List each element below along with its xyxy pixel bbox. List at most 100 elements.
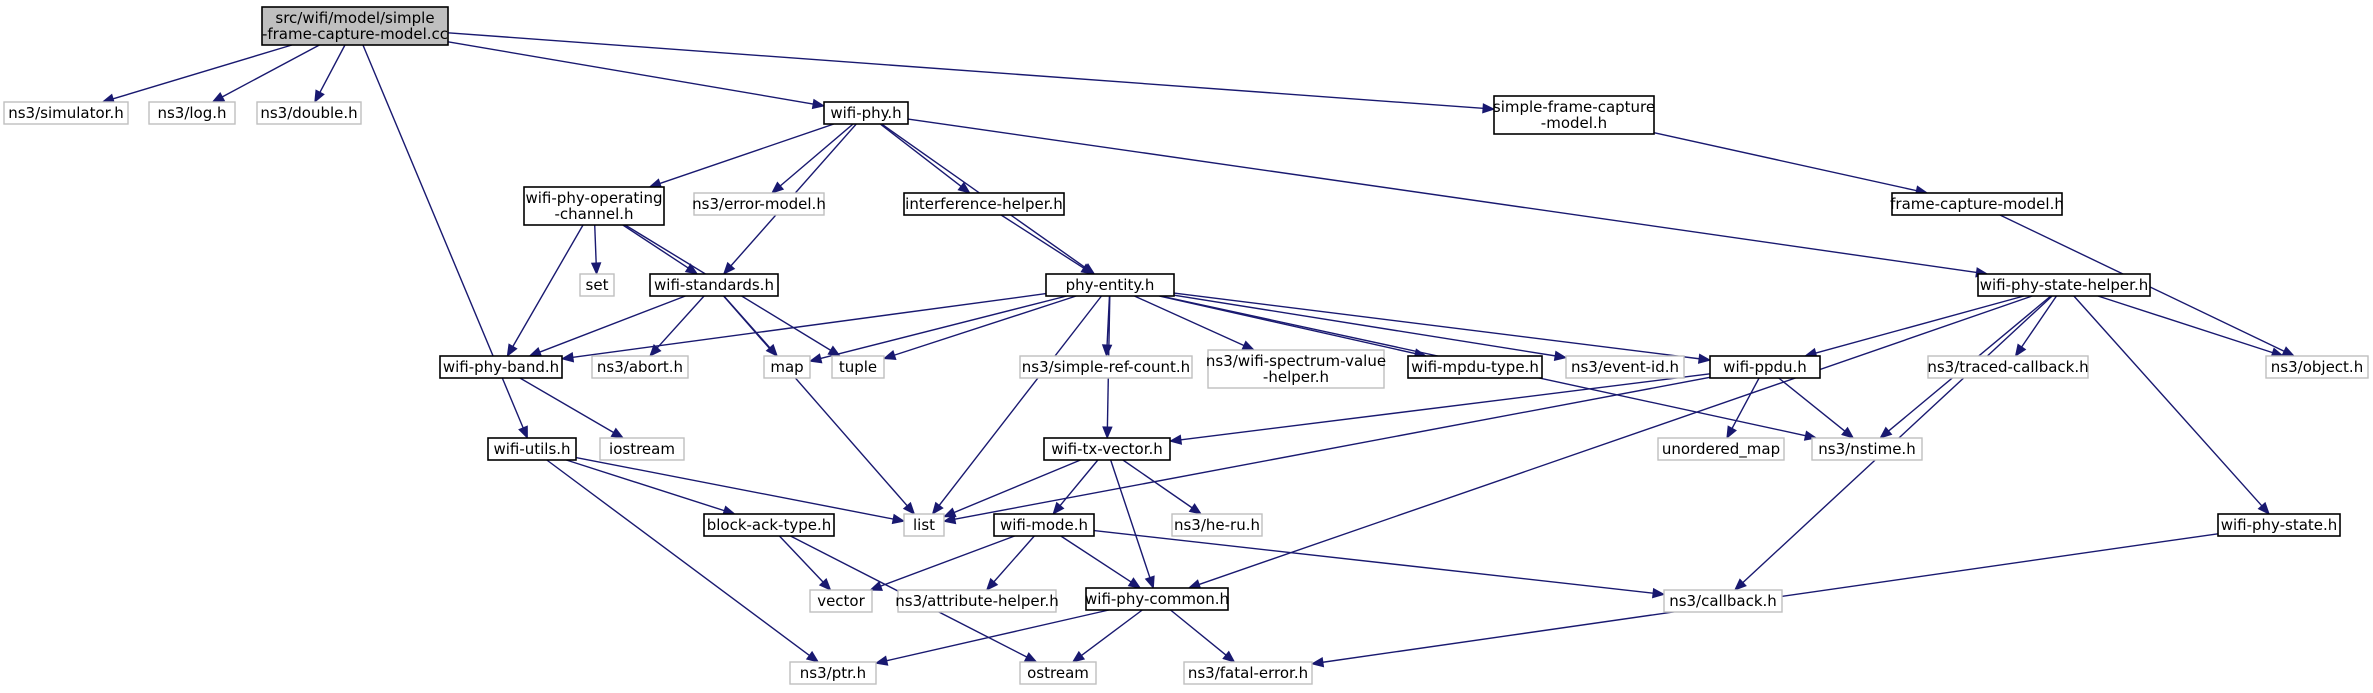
node-label: ns3/error-model.h bbox=[692, 195, 826, 213]
edge-wifi-standards-to-abort bbox=[649, 295, 705, 357]
edge-line bbox=[1173, 294, 1556, 357]
node-label: ns3/ptr.h bbox=[800, 664, 866, 682]
node-phy-common[interactable]: wifi-phy-common.h bbox=[1085, 587, 1229, 611]
node-fatal-error: ns3/fatal-error.h bbox=[1183, 661, 1313, 685]
node-set: set bbox=[579, 273, 615, 297]
node-label: wifi-phy-state.h bbox=[2221, 516, 2338, 534]
edge-wifi-utils-to-block-ack bbox=[566, 459, 736, 516]
edge-line bbox=[1731, 377, 1760, 429]
node-wifi-utils[interactable]: wifi-utils.h bbox=[487, 437, 577, 461]
node-box bbox=[439, 355, 563, 379]
node-box bbox=[1565, 355, 1685, 379]
arrow-head-icon bbox=[684, 263, 699, 275]
node-block-ack[interactable]: block-ack-type.h bbox=[703, 513, 835, 537]
node-label: wifi-utils.h bbox=[493, 440, 570, 458]
node-label: ns3/nstime.h bbox=[1818, 440, 1915, 458]
arrow-head-icon bbox=[2281, 346, 2296, 357]
edge-line bbox=[572, 292, 1047, 359]
edge-root-to-sfcm bbox=[447, 32, 1496, 114]
node-fcm[interactable]: frame-capture-model.h bbox=[1890, 192, 2064, 216]
node-box bbox=[1019, 355, 1193, 379]
node-label: wifi-tx-vector.h bbox=[1051, 440, 1163, 458]
arrow-head-icon bbox=[1879, 426, 1893, 439]
edge-line bbox=[879, 123, 962, 187]
edge-layer bbox=[101, 32, 2296, 668]
node-interference[interactable]: interference-helper.h bbox=[903, 192, 1065, 216]
arrow-head-icon bbox=[1052, 501, 1065, 516]
node-label: -helper.h bbox=[1263, 368, 1329, 386]
node-phy-entity[interactable]: phy-entity.h bbox=[1045, 273, 1175, 297]
node-label: block-ack-type.h bbox=[707, 516, 832, 534]
node-label: wifi-phy-state-helper.h bbox=[1980, 276, 2148, 294]
node-label: ns3/simulator.h bbox=[8, 104, 124, 122]
node-label: wifi-standards.h bbox=[654, 276, 774, 294]
arrow-head-icon bbox=[1127, 577, 1142, 589]
edge-line bbox=[1815, 295, 2025, 354]
arrow-head-icon bbox=[560, 352, 575, 363]
edge-line bbox=[1059, 459, 1099, 506]
edge-line bbox=[2073, 295, 2263, 507]
node-callback: ns3/callback.h bbox=[1663, 589, 1783, 613]
edge-wifi-standards-to-list bbox=[723, 295, 916, 515]
edge-line bbox=[539, 295, 686, 353]
node-simple-ref: ns3/simple-ref-count.h bbox=[1019, 355, 1193, 379]
node-abort: ns3/abort.h bbox=[591, 355, 689, 379]
node-label: ns3/callback.h bbox=[1669, 592, 1777, 610]
arrow-head-icon bbox=[610, 427, 625, 439]
node-wifi-mode[interactable]: wifi-mode.h bbox=[993, 513, 1095, 537]
node-wpsh[interactable]: wifi-phy-state-helper.h bbox=[1977, 273, 2151, 297]
edge-root-to-wifi-utils bbox=[362, 44, 528, 440]
node-ppdu[interactable]: wifi-ppdu.h bbox=[1709, 355, 1821, 379]
edge-line bbox=[319, 44, 346, 93]
node-label: ns3/he-ru.h bbox=[1174, 516, 1260, 534]
node-wifi-phy-state[interactable]: wifi-phy-state.h bbox=[2217, 513, 2341, 537]
arrow-head-icon bbox=[2014, 343, 2027, 358]
edge-line bbox=[894, 295, 1077, 356]
edge-tx-vector-to-wifi-mode bbox=[1052, 459, 1099, 516]
node-label: wifi-ppdu.h bbox=[1723, 358, 1807, 376]
edge-phy-entity-to-list bbox=[931, 295, 1103, 516]
arrow-head-icon bbox=[1080, 263, 1094, 275]
edge-wifi-phy-band-to-iostream bbox=[519, 377, 625, 439]
node-label: ns3/event-id.h bbox=[1571, 358, 1679, 376]
node-log: ns3/log.h bbox=[148, 101, 236, 125]
node-event-id: ns3/event-id.h bbox=[1565, 355, 1685, 379]
edge-line bbox=[1653, 131, 1917, 192]
edge-root-to-wifi-phy bbox=[447, 41, 826, 110]
node-label: interference-helper.h bbox=[905, 195, 1063, 213]
edge-wifi-utils-to-list bbox=[575, 456, 906, 525]
node-box bbox=[1045, 273, 1175, 297]
arrow-head-icon bbox=[1144, 575, 1155, 590]
node-sfcm[interactable]: simple-frame-capture-model.h bbox=[1493, 95, 1655, 135]
arrow-head-icon bbox=[1023, 652, 1038, 663]
arrow-head-icon bbox=[506, 343, 518, 358]
node-mpdu-type[interactable]: wifi-mpdu-type.h bbox=[1407, 355, 1543, 379]
node-wifi-phy[interactable]: wifi-phy.h bbox=[823, 101, 909, 125]
node-label: ns3/simple-ref-count.h bbox=[1022, 358, 1190, 376]
node-wifi-phy-band[interactable]: wifi-phy-band.h bbox=[439, 355, 563, 379]
edge-line bbox=[656, 295, 705, 349]
node-tx-vector[interactable]: wifi-tx-vector.h bbox=[1043, 437, 1171, 461]
node-label: ostream bbox=[1027, 664, 1089, 682]
edge-phy-entity-to-ppdu bbox=[1173, 292, 1712, 364]
node-box bbox=[591, 355, 689, 379]
arrow-head-icon bbox=[882, 349, 897, 360]
node-wpoc[interactable]: wifi-phy-operating-channel.h bbox=[523, 186, 665, 226]
edge-wpsh-to-wifi-phy-state bbox=[2073, 295, 2271, 515]
node-box bbox=[1085, 587, 1229, 611]
edge-line bbox=[1173, 292, 1700, 360]
edge-wifi-standards-to-wifi-phy-band bbox=[528, 295, 686, 357]
node-box bbox=[599, 437, 685, 461]
edge-ppdu-to-unordered-map bbox=[1726, 377, 1760, 440]
node-box bbox=[3, 101, 129, 125]
node-root[interactable]: src/wifi/model/simple-frame-capture-mode… bbox=[261, 6, 449, 46]
edge-line bbox=[1122, 459, 1193, 509]
node-box bbox=[763, 355, 811, 379]
edge-line bbox=[1170, 609, 1227, 656]
arrow-head-icon bbox=[808, 353, 823, 364]
node-box bbox=[903, 192, 1065, 216]
edge-line bbox=[2097, 295, 2273, 354]
node-wifi-standards[interactable]: wifi-standards.h bbox=[649, 273, 779, 297]
node-spectrum: ns3/wifi-spectrum-value-helper.h bbox=[1206, 349, 1386, 389]
